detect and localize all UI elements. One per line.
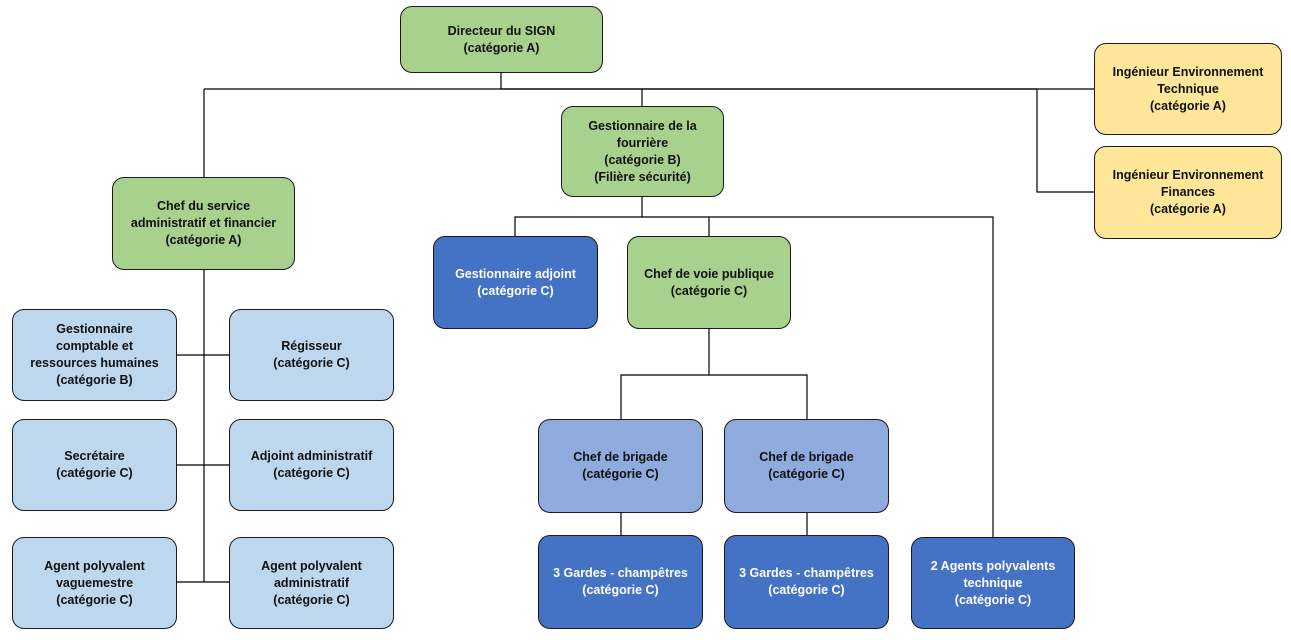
node-text-line: (catégorie A) — [1150, 98, 1226, 113]
node-gardes-champetres-2[interactable]: 3 Gardes - champêtres (catégorie C) — [724, 535, 889, 629]
node-text-line: administratif et financier — [130, 216, 277, 230]
node-text-line: Directeur du SIGN — [447, 23, 556, 38]
connector — [620, 329, 710, 419]
node-chef-service-admin-financier[interactable]: Chef du service administratif et financie… — [112, 177, 295, 270]
node-agents-polyvalents-technique[interactable]: 2 Agents polyvalents technique (catégorie … — [911, 537, 1075, 629]
node-text-line: (catégorie C) — [56, 592, 133, 607]
node-text-line: Ingénieur Environnement — [1112, 64, 1264, 79]
node-chef-brigade-2[interactable]: Chef de brigade (catégorie C) — [724, 419, 889, 513]
node-text-line: (catégorie C) — [582, 467, 659, 481]
node-directeur-sign[interactable]: Directeur du SIGN (catégorie A) — [400, 6, 603, 73]
node-text-line: (catégorie C) — [954, 592, 1032, 607]
node-chef-voie-publique[interactable]: Chef de voie publique (catégorie C) — [627, 236, 791, 329]
node-gestionnaire-comptable-rh[interactable]: Gestionnaire comptable et ressources humai… — [12, 309, 177, 401]
node-text-line: (Filière sécurité) — [594, 169, 691, 184]
node-text-line: 3 Gardes - champêtres — [553, 566, 688, 580]
node-text-line: Chef de brigade — [573, 450, 668, 464]
node-text-line: (catégorie C) — [477, 283, 554, 298]
node-gardes-champetres-1[interactable]: 3 Gardes - champêtres (catégorie C) — [538, 535, 703, 629]
node-text-line: (catégorie C) — [273, 356, 350, 370]
node-text-line: administratif — [273, 575, 349, 590]
node-text-line: fourrière — [616, 135, 669, 150]
node-text-line: Chef du service — [156, 199, 251, 213]
node-gestionnaire-adjoint[interactable]: Gestionnaire adjoint (catégorie C) — [433, 236, 598, 329]
node-text-line: vaguemestre — [55, 575, 134, 590]
node-text-line: Gestionnaire adjoint — [455, 266, 576, 281]
node-text-line: (catégorie C) — [768, 467, 845, 481]
node-regisseur[interactable]: Régisseur (catégorie C) — [229, 309, 394, 401]
node-chef-brigade-1[interactable]: Chef de brigade (catégorie C) — [538, 419, 703, 513]
node-text-line: Gestionnaire — [56, 322, 133, 336]
connector — [1036, 89, 1094, 193]
node-text-line: (catégorie A) — [165, 233, 242, 247]
connector — [642, 216, 994, 537]
node-text-line: 3 Gardes - champêtres — [739, 566, 874, 580]
node-text-line: Chef de brigade — [759, 450, 854, 464]
node-agent-polyvalent-vaguemestre[interactable]: Agent polyvalent vaguemestre (catégorie C) — [12, 537, 177, 629]
node-agent-polyvalent-administratif[interactable]: Agent polyvalent administratif (catégorie … — [229, 537, 394, 629]
node-text-line: (catégorie A) — [1150, 202, 1226, 216]
node-text-line: Gestionnaire de la — [588, 118, 697, 133]
connector — [514, 197, 643, 236]
node-text-line: (catégorie C) — [670, 283, 748, 298]
node-text-line: technique — [963, 575, 1023, 590]
node-text-line: 2 Agents polyvalents — [930, 558, 1056, 573]
node-text-line: comptable et — [55, 339, 134, 353]
node-text-line: Agent polyvalent — [44, 558, 145, 573]
connector — [709, 374, 808, 419]
node-secretaire[interactable]: Secrétaire (catégorie C) — [12, 419, 177, 511]
node-text-line: Agent polyvalent — [261, 558, 362, 573]
node-gestionnaire-fourriere[interactable]: Gestionnaire de la fourrière (catégorie B)… — [561, 106, 724, 197]
node-text-line: (catégorie B) — [56, 373, 133, 387]
connector — [500, 73, 1037, 90]
node-text-line: Chef de voie publique — [644, 266, 774, 281]
node-text-line: (catégorie C) — [56, 466, 133, 480]
node-text-line: (catégorie C) — [582, 583, 659, 597]
node-adjoint-administratif[interactable]: Adjoint administratif (catégorie C) — [229, 419, 394, 511]
node-text-line: (catégorie A) — [463, 40, 540, 55]
node-text-line: (catégorie C) — [273, 592, 350, 607]
node-text-line: ressources humaines — [30, 356, 159, 370]
node-text-line: Adjoint administratif — [250, 449, 373, 463]
node-text-line: Technique — [1157, 81, 1219, 96]
node-text-line: Ingénieur Environnement — [1112, 168, 1264, 182]
node-text-line: (catégorie C) — [273, 466, 350, 480]
node-text-line: (catégorie B) — [604, 152, 681, 167]
node-text-line: (catégorie C) — [768, 583, 845, 597]
node-text-line: Régisseur — [281, 339, 342, 353]
node-text-line: Secrétaire — [64, 449, 125, 463]
node-text-line: Finances — [1160, 185, 1216, 199]
